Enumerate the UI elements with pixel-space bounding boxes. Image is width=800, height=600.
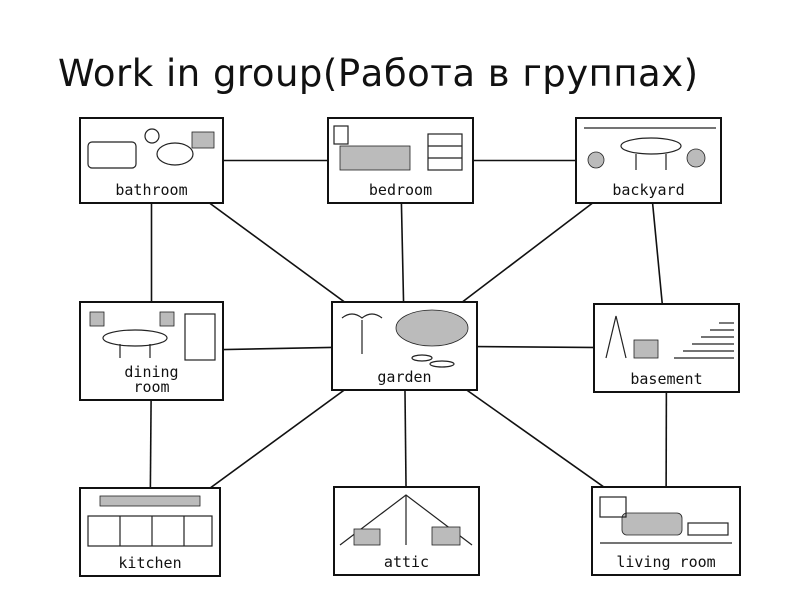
room-attic: attic <box>333 486 480 576</box>
page-title: Work in group(Работа в группах) <box>58 52 699 95</box>
room-bathroom: bathroom <box>79 117 224 204</box>
room-bedroom-label: bedroom <box>369 181 432 199</box>
room-backyard: backyard <box>575 117 722 204</box>
room-living-room-label: living room <box>616 553 715 571</box>
room-kitchen-illustration <box>87 495 213 547</box>
room-backyard-illustration <box>584 127 716 170</box>
room-dining-room-label: dining <box>124 363 178 381</box>
room-basement-illustration <box>605 315 734 359</box>
room-attic-label: attic <box>384 553 429 571</box>
room-bedroom: bedroom <box>327 117 474 204</box>
room-kitchen: kitchen <box>79 487 221 577</box>
room-living-room: living room <box>591 486 741 576</box>
room-attic-illustration <box>339 494 473 546</box>
room-garden: garden <box>331 301 478 391</box>
room-dining-room-illustration <box>89 311 216 361</box>
room-garden-label: garden <box>377 368 431 386</box>
room-garden-illustration <box>341 309 469 368</box>
room-bathroom-illustration <box>87 128 215 169</box>
room-basement-label: basement <box>630 370 702 388</box>
room-living-room-illustration <box>599 496 732 544</box>
room-bedroom-illustration <box>333 125 463 171</box>
room-bathroom-label: bathroom <box>115 181 187 199</box>
room-basement: basement <box>593 303 740 393</box>
room-backyard-label: backyard <box>612 181 684 199</box>
room-dining-room-label: room <box>133 378 169 396</box>
room-basement-frame <box>593 303 740 393</box>
room-kitchen-label: kitchen <box>118 554 181 572</box>
